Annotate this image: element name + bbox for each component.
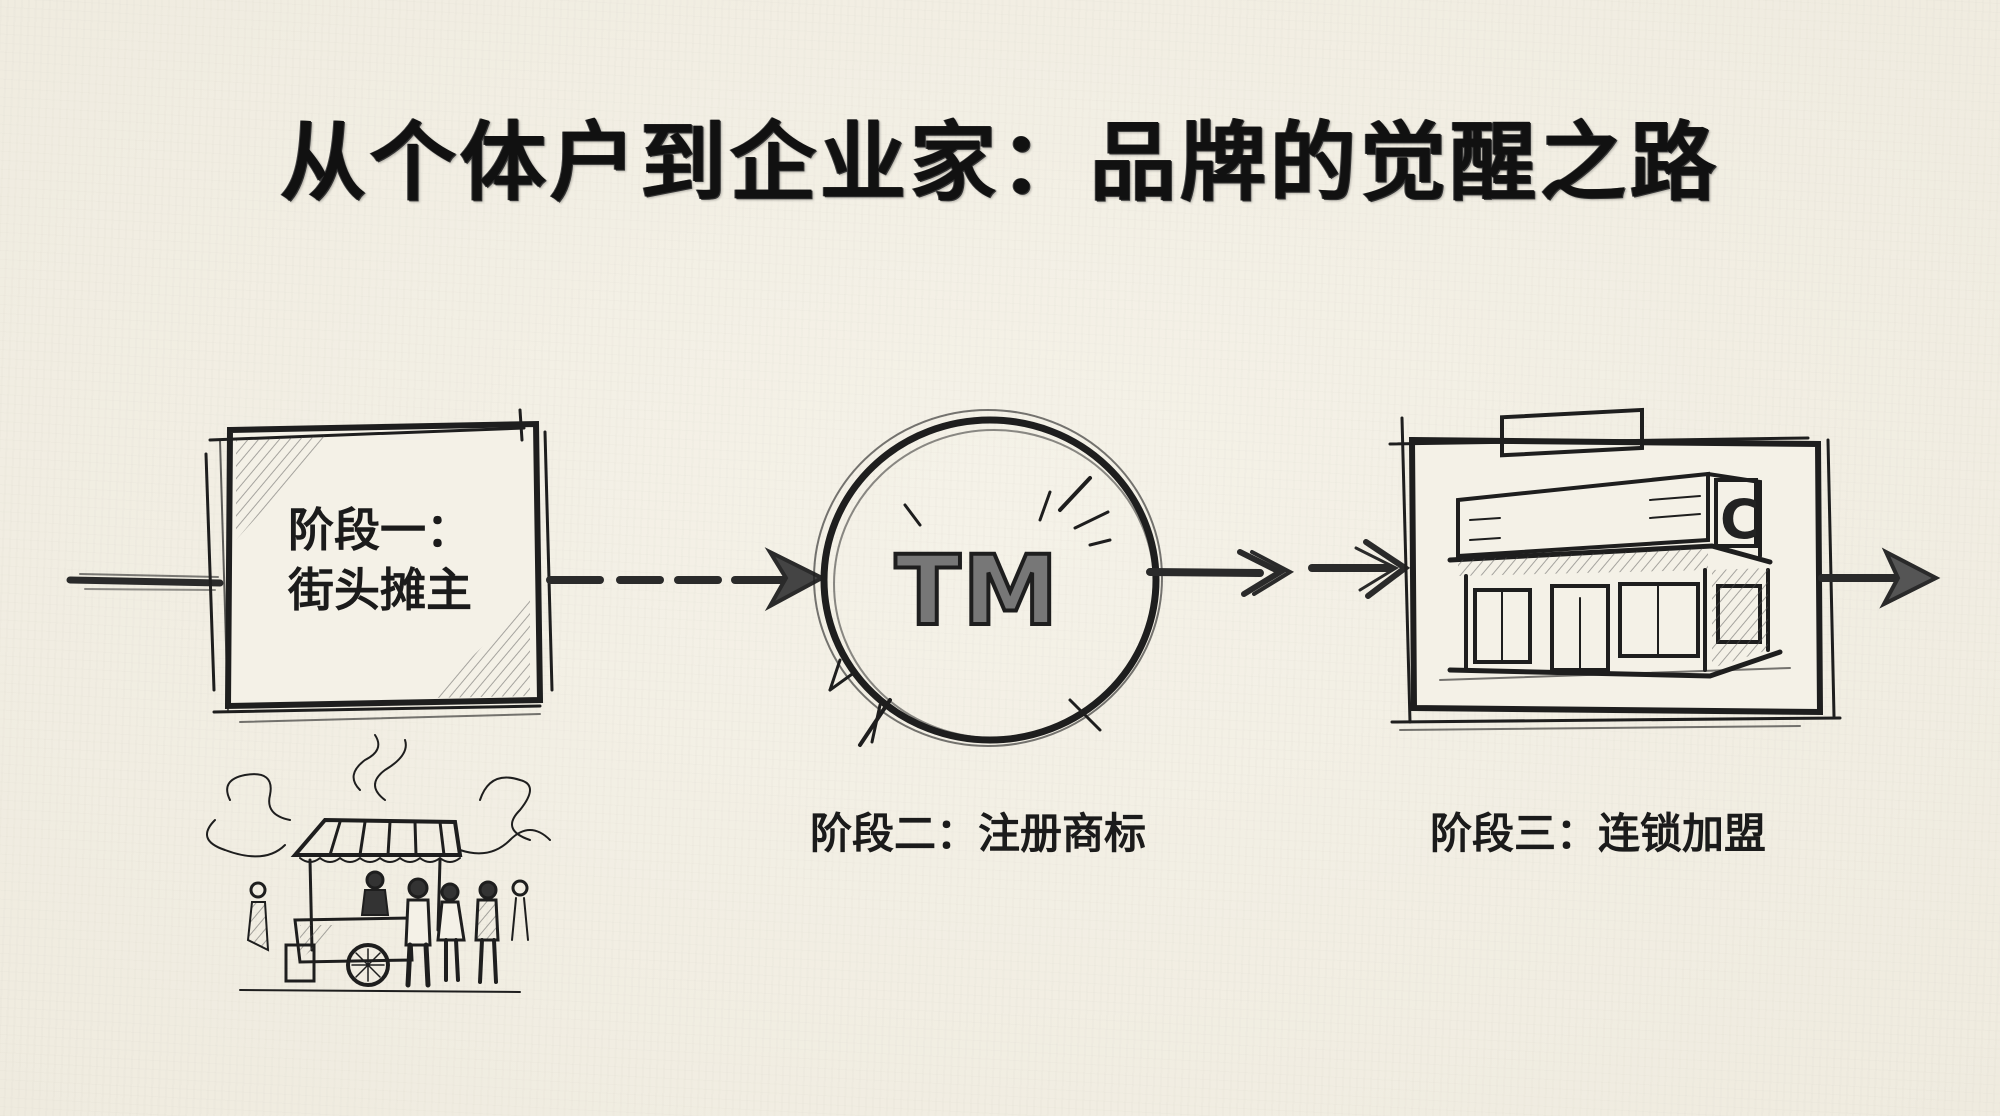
- end-arrow: [1818, 547, 1941, 609]
- start-connector: [66, 573, 224, 591]
- diagram-title: 从个体户到企业家：品牌的觉醒之路: [280, 112, 1720, 213]
- stage2-circle: [813, 409, 1163, 747]
- stage2-caption: 阶段二：注册商标: [810, 809, 1147, 858]
- stage1-label: 阶段一： 街头摊主: [225, 500, 535, 620]
- chevron-arrow-2-3: [1146, 539, 1411, 599]
- dashed-arrow-1-2: [546, 547, 827, 612]
- stage1-label-line2: 街头摊主: [288, 563, 472, 617]
- stage1-box: [204, 408, 554, 723]
- store-sign-letter: C: [1720, 488, 1760, 551]
- storefront-illustration: [1439, 407, 1791, 681]
- trademark-badge: TM: [893, 533, 1061, 649]
- stage3-box: [1388, 416, 1842, 731]
- stage3-caption: 阶段三：连锁加盟: [1430, 809, 1767, 858]
- stage1-label-line1: 阶段一：: [288, 503, 472, 557]
- street-cart-illustration: [206, 734, 551, 993]
